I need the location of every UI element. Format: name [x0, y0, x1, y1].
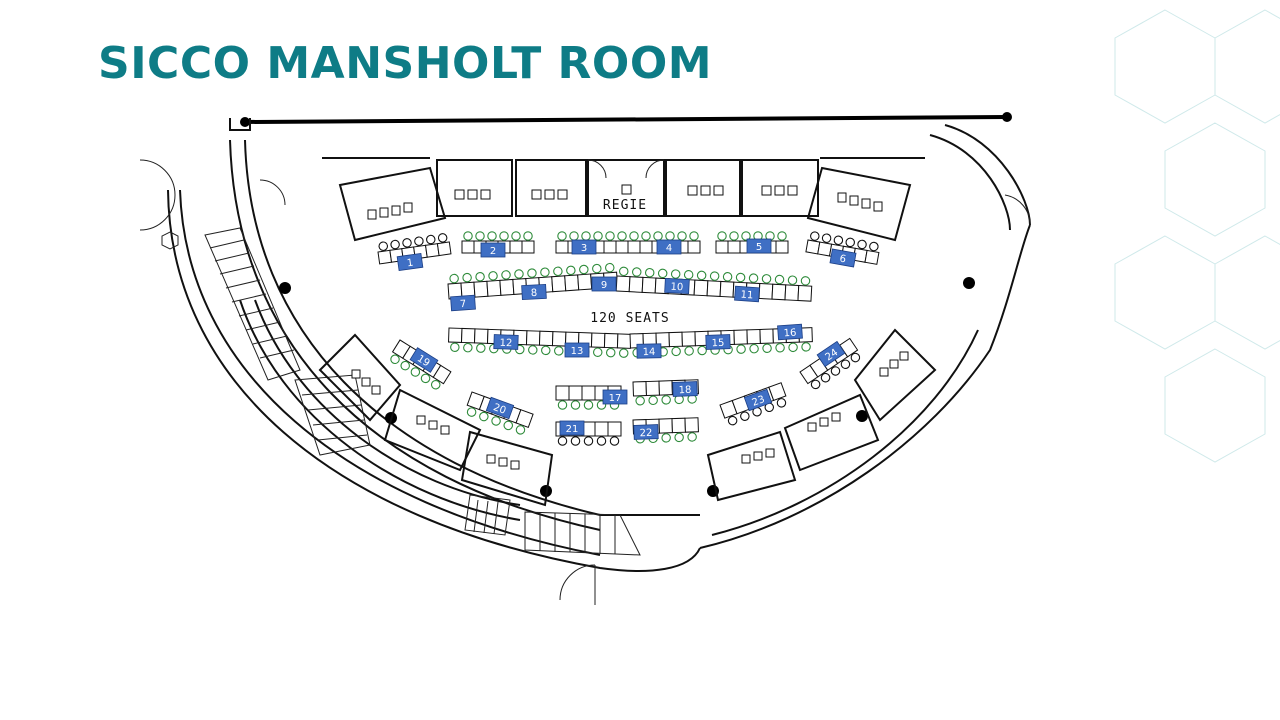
- position-tag: 18: [672, 381, 698, 397]
- building-outline: [139, 112, 1031, 605]
- regie-label: REGIE: [603, 198, 647, 213]
- position-tag-label: 22: [639, 428, 652, 439]
- position-tag-label: 16: [783, 328, 796, 340]
- page-title: SICCO MANSHOLT ROOM: [98, 38, 713, 89]
- position-tag: 6: [829, 248, 857, 268]
- interpreter-booths-top: [322, 157, 925, 242]
- seat-row-9-10-11: [615, 266, 813, 302]
- position-tag: 3: [571, 239, 597, 255]
- position-tag-label: 7: [460, 299, 467, 310]
- position-tag-label: 21: [566, 424, 579, 435]
- position-tag: 16: [777, 323, 803, 341]
- position-tag: 17: [602, 389, 628, 405]
- position-tag-label: 11: [740, 290, 753, 302]
- position-tag: 10: [664, 277, 690, 295]
- position-tag: 11: [734, 285, 760, 303]
- position-tag-label: 18: [678, 385, 691, 396]
- hexagon-pattern: [1114, 9, 1280, 463]
- position-tag: 7: [450, 294, 476, 312]
- position-tag: 13: [564, 342, 590, 358]
- position-tag-label: 9: [601, 280, 607, 291]
- position-tag: 14: [636, 343, 662, 359]
- position-tag: 12: [493, 334, 519, 350]
- position-tag-label: 3: [581, 243, 587, 254]
- capacity-label: 120 SEATS: [590, 311, 669, 326]
- position-tag: 21: [559, 420, 585, 436]
- position-tag: 20: [485, 396, 515, 420]
- position-tag-label: 17: [609, 393, 622, 404]
- interpreter-booths-bottom: [318, 328, 937, 507]
- position-tag: 15: [705, 334, 731, 350]
- position-tag-label: 5: [756, 242, 762, 253]
- position-tag-label: 15: [711, 338, 724, 349]
- seat-row-24: [799, 337, 861, 390]
- position-tag-label: 12: [499, 338, 512, 349]
- position-tag-label: 2: [490, 246, 496, 257]
- position-tag: 19: [409, 347, 439, 373]
- position-tag: 9: [591, 276, 617, 292]
- seat-row-12-13: [447, 327, 632, 358]
- seating-desks: [377, 231, 880, 446]
- position-tag-label: 1: [406, 258, 414, 270]
- position-tag: 22: [633, 424, 659, 440]
- position-tag: 4: [656, 239, 682, 255]
- position-tag: 8: [521, 283, 547, 301]
- position-tag: 24: [816, 340, 846, 368]
- position-tag-label: 13: [571, 346, 584, 357]
- position-tag: 23: [743, 388, 773, 412]
- position-tag-label: 14: [643, 347, 656, 358]
- position-tag: 2: [480, 242, 506, 258]
- position-tag: 1: [396, 252, 424, 272]
- position-tag-label: 6: [839, 254, 847, 266]
- position-tag-label: 23: [751, 394, 767, 409]
- position-tag-label: 10: [670, 282, 683, 294]
- seat-row-1: [377, 233, 452, 265]
- position-tag-label: 4: [666, 243, 672, 254]
- position-tag: 5: [746, 238, 772, 254]
- position-tag-label: 8: [531, 288, 538, 299]
- position-tag-label: 20: [492, 402, 508, 417]
